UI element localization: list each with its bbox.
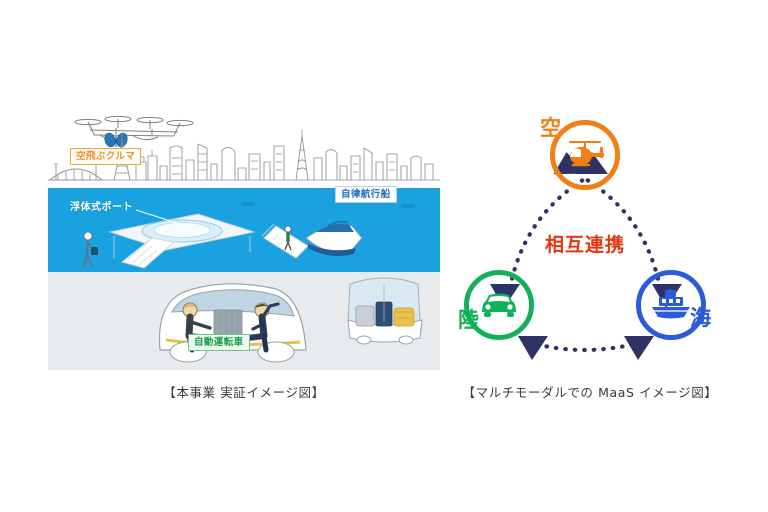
- maas-multimodal-figure: 空 陸: [456, 112, 714, 370]
- harbor-scene: [82, 201, 415, 269]
- ground-scene: [158, 277, 423, 363]
- floating-port-icon: [108, 213, 256, 269]
- drone-flying-car-icon: [74, 115, 194, 148]
- node-air[interactable]: [550, 120, 620, 190]
- implementation-image-figure: 空飛ぶクルマ 浮体式ポート 自律航行船 自動運転車: [48, 112, 440, 370]
- helicopter-icon: [569, 141, 604, 167]
- port-leader-line: [136, 209, 187, 227]
- label-flying-car: 空飛ぶクルマ: [70, 148, 142, 165]
- pedestrian-icon: [82, 231, 98, 269]
- delivery-robot-icon: [347, 277, 423, 345]
- caption-right: 【マルチモーダルでの MaaS イメージ図】: [462, 385, 718, 400]
- passenger-icon: [245, 302, 280, 353]
- label-autonomous-car: 自動運転車: [188, 334, 250, 351]
- ground-band: [48, 272, 440, 370]
- ship-icon: [652, 289, 690, 319]
- center-label: 相互連携: [544, 234, 625, 256]
- luggage-icon: [355, 305, 375, 327]
- caption-left: 【本事業 実証イメージ図】: [163, 385, 325, 400]
- car-icon: [482, 293, 516, 317]
- water-band: [48, 188, 440, 272]
- node-sea-label: 海: [690, 306, 711, 330]
- node-land[interactable]: [464, 270, 534, 340]
- label-floating-port: 浮体式ポート: [70, 202, 133, 213]
- boat-passenger-icon: [284, 225, 292, 251]
- small-boat-icon: [401, 203, 415, 209]
- node-sea[interactable]: [636, 270, 706, 340]
- label-autonomous-ship: 自律航行船: [335, 186, 397, 203]
- node-air-label: 空: [540, 116, 561, 140]
- gangway-icon: [261, 223, 309, 259]
- node-land-label: 陸: [458, 308, 479, 332]
- small-boat-icon: [241, 201, 255, 207]
- autonomous-boat-icon: [305, 220, 363, 256]
- luggage-icon: [393, 307, 415, 327]
